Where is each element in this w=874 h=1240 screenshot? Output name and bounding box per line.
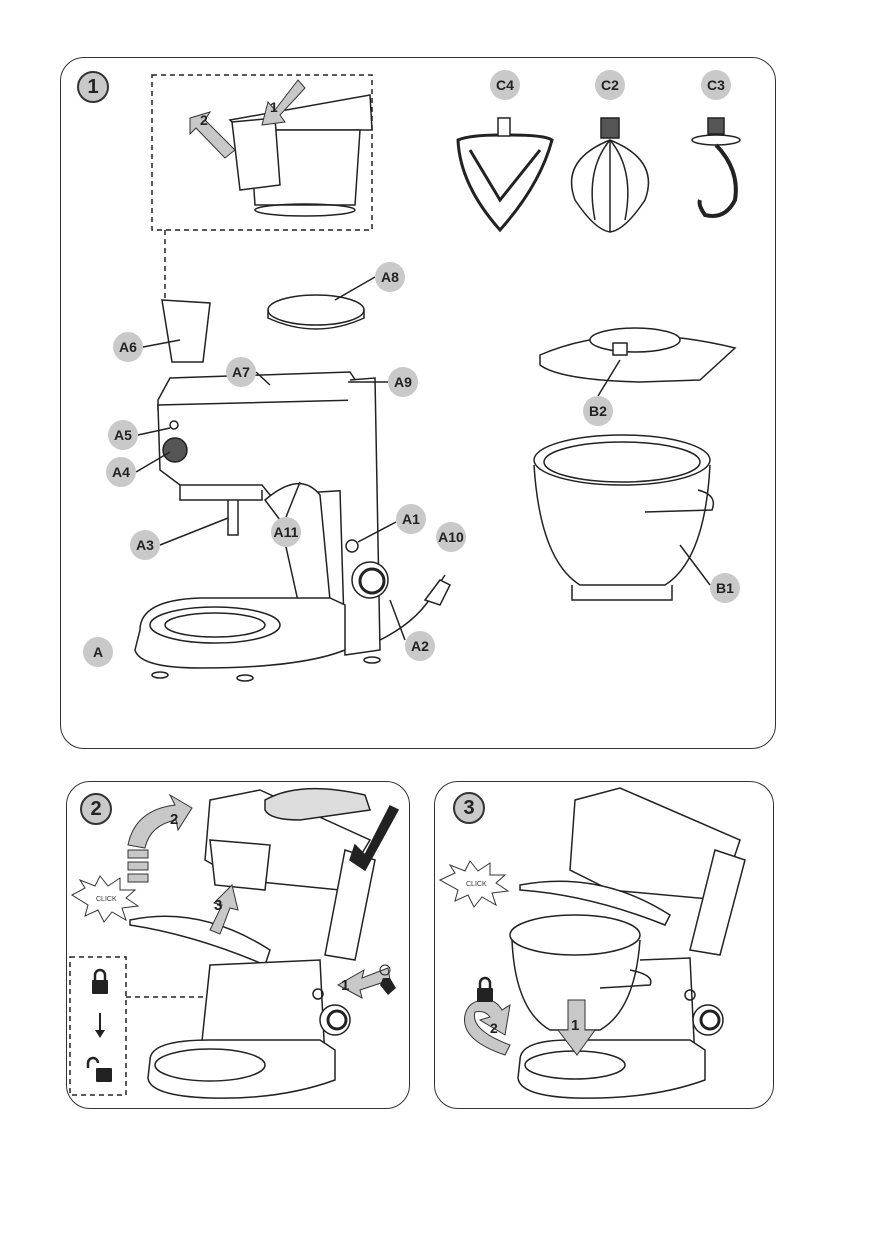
arrow-2-label: 2 — [490, 1020, 498, 1036]
arrow-2 — [189, 111, 236, 159]
arrow-3 — [209, 884, 239, 935]
inset-arrow-2-label: 2 — [200, 112, 208, 128]
step-3-badge: 3 — [453, 792, 485, 824]
click-burst — [438, 860, 510, 908]
label-A2: A2 — [405, 631, 435, 661]
label-A4: A4 — [106, 457, 136, 487]
arrow-1-label: 1 — [341, 977, 349, 994]
label-A6: A6 — [113, 332, 143, 362]
label-B1: B1 — [710, 573, 740, 603]
label-A7: A7 — [226, 357, 256, 387]
arrow-2-label: 2 — [170, 811, 178, 828]
arrow-1 — [556, 999, 596, 1056]
label-C2: C2 — [595, 70, 625, 100]
arrow-1-label: 1 — [571, 1017, 579, 1034]
lock-open-icon — [86, 1056, 112, 1082]
panel-insert-bowl — [434, 781, 774, 1109]
arrow-down-icon — [95, 1013, 105, 1038]
lock-closed-icon — [477, 976, 493, 1002]
label-A9: A9 — [388, 367, 418, 397]
label-C4: C4 — [490, 70, 520, 100]
rotate-arrow-2 — [464, 999, 511, 1056]
click-text: CLICK — [466, 881, 487, 888]
panel-parts-overview — [60, 57, 776, 749]
hand-icon — [264, 787, 371, 821]
click-burst — [71, 875, 140, 923]
arrow-1 — [261, 79, 306, 126]
label-B2: B2 — [583, 396, 613, 426]
check-mark-icon — [349, 804, 400, 872]
panel-tilt-head — [66, 781, 410, 1109]
label-A10: A10 — [436, 522, 466, 552]
step-1-badge: 1 — [77, 71, 109, 103]
label-A11: A11 — [271, 517, 301, 547]
label-A5: A5 — [108, 420, 138, 450]
inset-box — [151, 74, 373, 231]
click-text: CLICK — [96, 896, 117, 903]
label-A8: A8 — [375, 262, 405, 292]
lock-legend-box — [69, 956, 127, 1096]
press-hand-icon — [379, 964, 396, 995]
arrow-2 — [127, 793, 193, 849]
label-C3: C3 — [701, 70, 731, 100]
inset-arrow-1-label: 1 — [270, 99, 278, 115]
step-2-badge: 2 — [80, 793, 112, 825]
lock-closed-icon — [92, 968, 108, 994]
arrow-3-label: 3 — [214, 897, 222, 914]
label-A3: A3 — [130, 530, 160, 560]
label-A: A — [83, 637, 113, 667]
label-A1: A1 — [396, 504, 426, 534]
